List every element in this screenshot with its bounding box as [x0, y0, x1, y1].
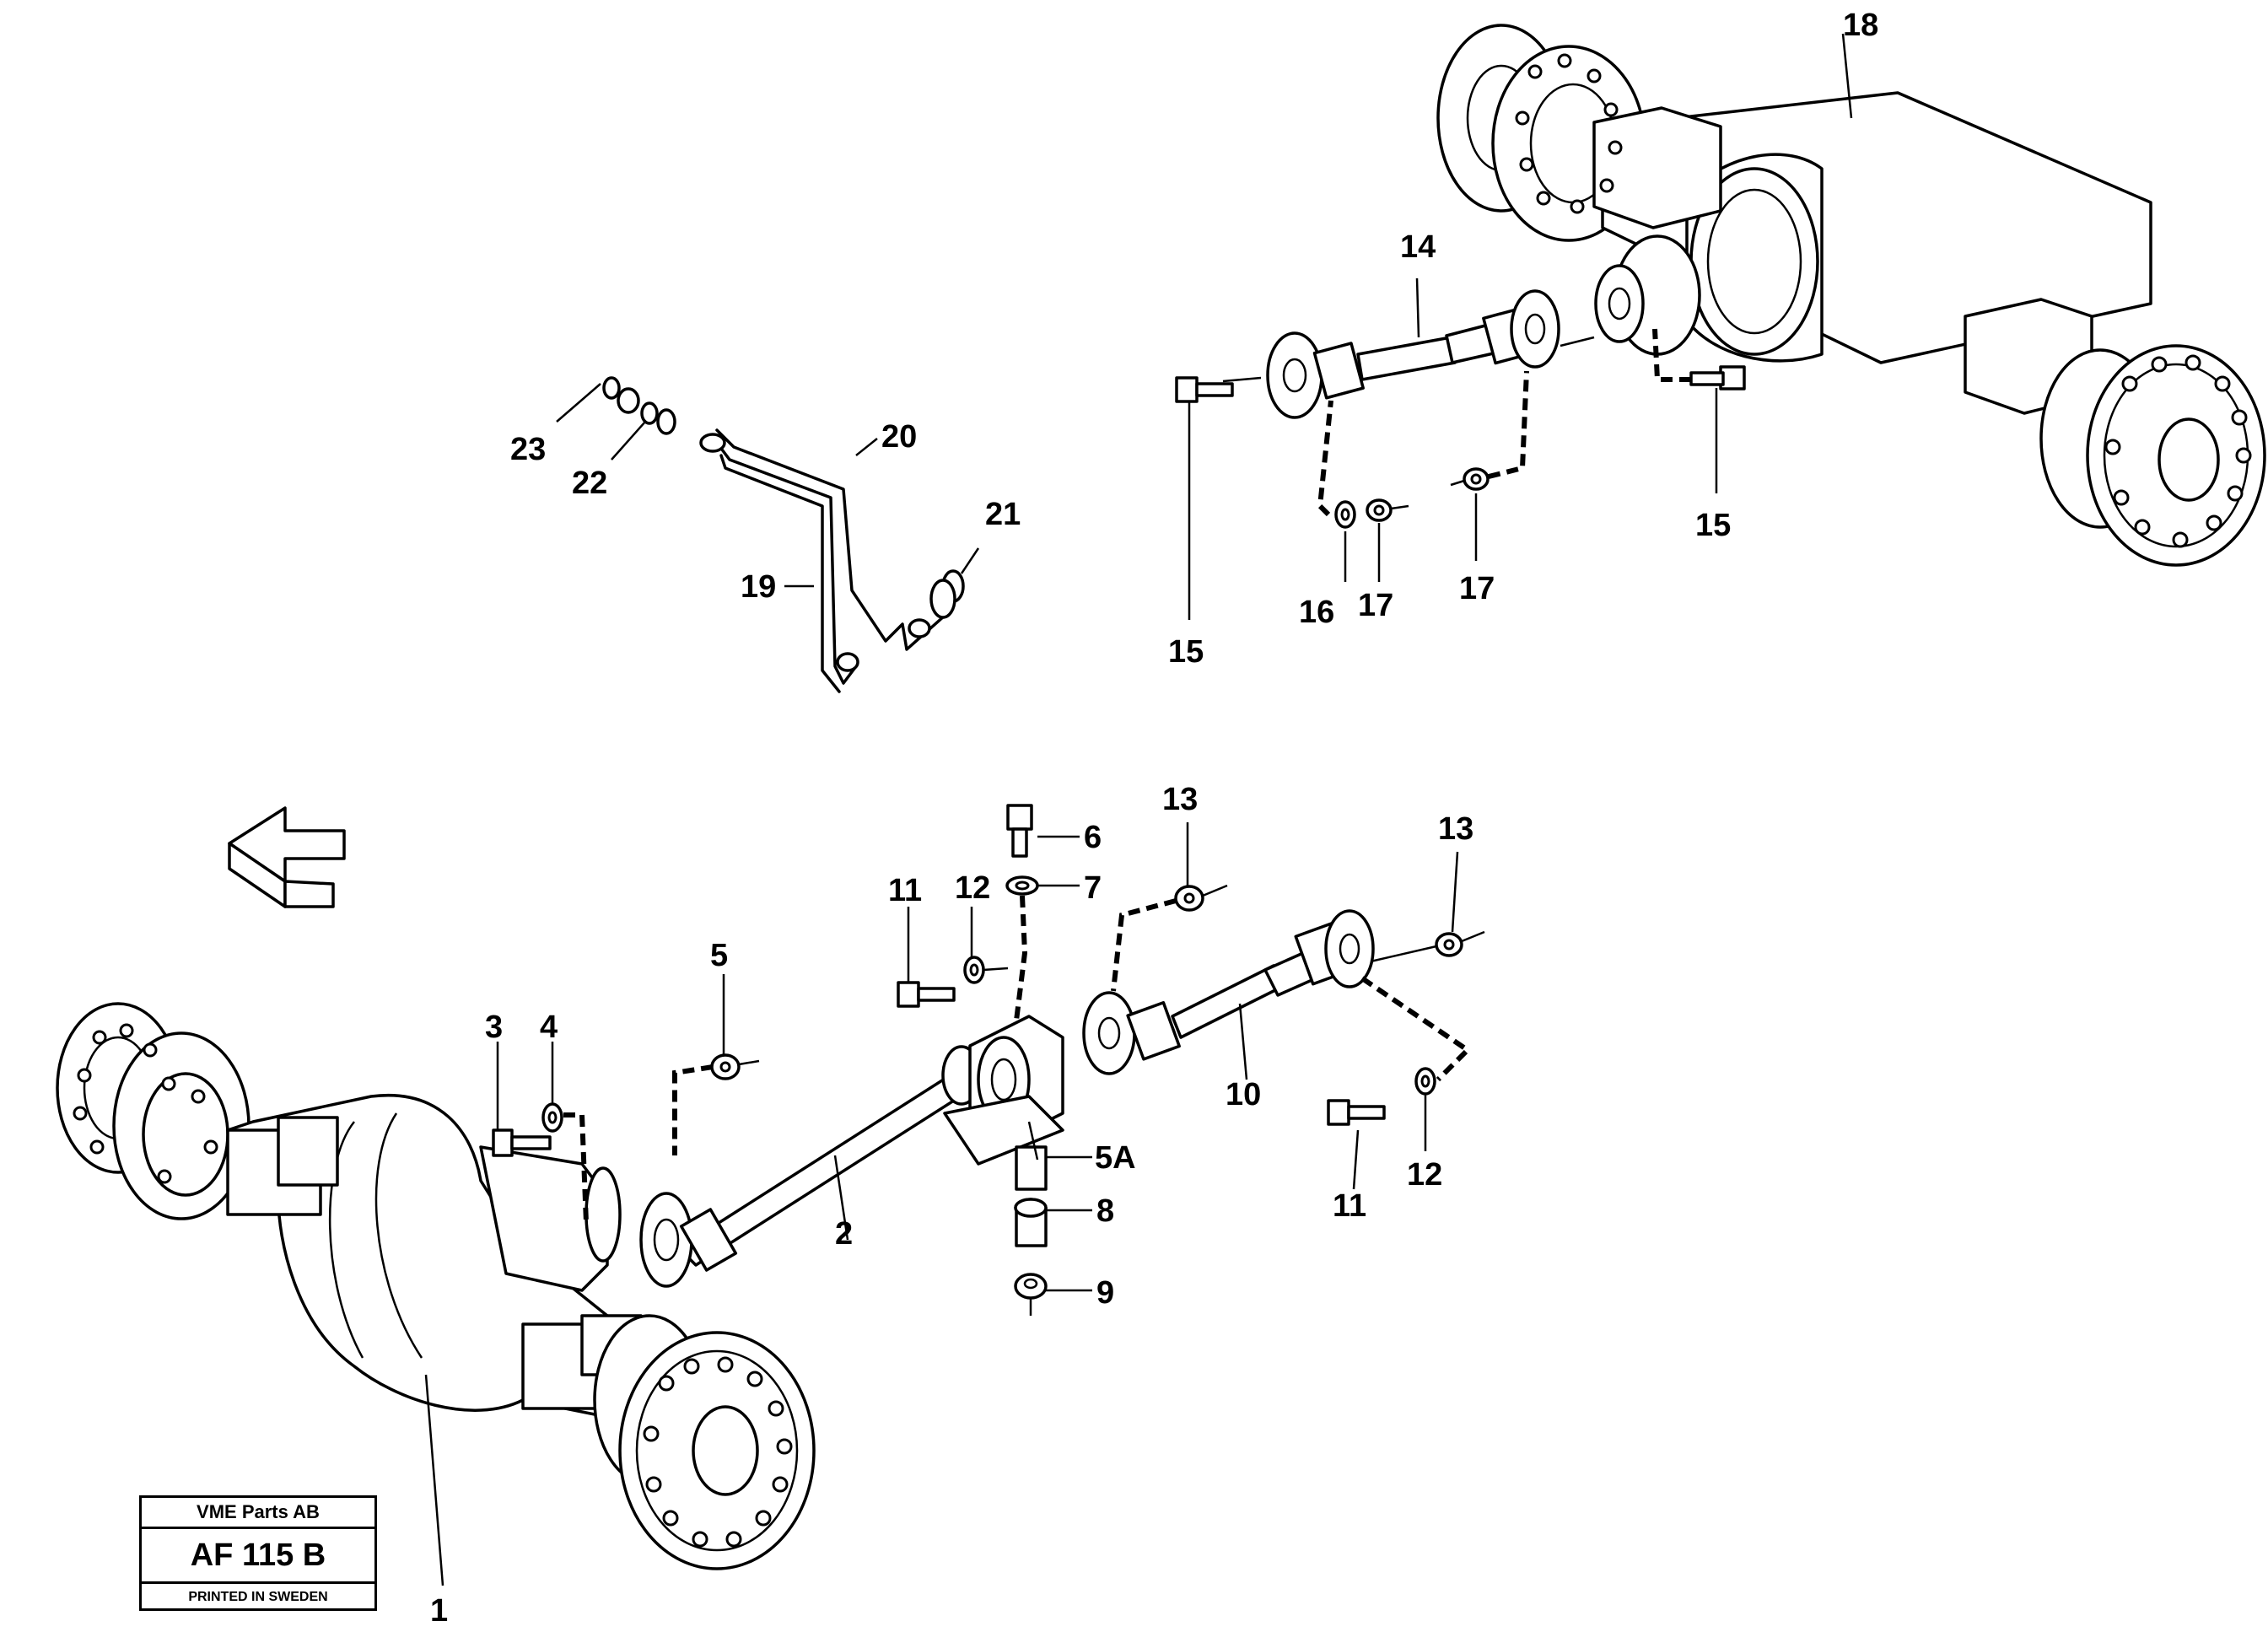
label-21: 21	[985, 497, 1021, 532]
label-1: 1	[430, 1593, 448, 1629]
label-17-left: 17	[1358, 588, 1393, 623]
label-5: 5	[710, 938, 728, 973]
front-propeller-shaft	[639, 1045, 989, 1288]
brake-pipes	[556, 376, 980, 693]
label-2: 2	[835, 1216, 853, 1252]
label-13-right: 13	[1438, 811, 1473, 847]
leader-lines	[496, 493, 1478, 1292]
intermediate-propeller-shaft	[1082, 909, 1375, 1080]
stamp-code: AF 115 B	[142, 1529, 374, 1584]
label-22: 22	[572, 466, 607, 501]
label-11-lower: 11	[1333, 1188, 1366, 1224]
fasteners-lower	[492, 804, 1485, 1224]
label-15-right: 15	[1695, 508, 1731, 543]
direction-arrow-icon	[228, 806, 346, 908]
label-7: 7	[1084, 870, 1102, 906]
label-16: 16	[1299, 595, 1334, 630]
label-5a: 5A	[1095, 1140, 1136, 1176]
label-13-left: 13	[1162, 782, 1198, 817]
label-19: 19	[741, 569, 776, 605]
label-9: 9	[1096, 1275, 1114, 1311]
label-3: 3	[485, 1010, 503, 1045]
fasteners-upper	[1175, 328, 1746, 620]
label-6: 6	[1084, 820, 1102, 855]
label-20: 20	[881, 419, 917, 455]
label-11-upper: 11	[888, 873, 922, 908]
label-4: 4	[540, 1010, 558, 1045]
part-labels: 1 2 3 4 5 5A 6 7 8 9 10 11 12 13 13 11 1…	[430, 8, 1878, 1629]
label-23: 23	[510, 432, 546, 467]
stamp-company: VME Parts AB	[142, 1498, 374, 1529]
label-17-right: 17	[1459, 571, 1495, 606]
label-18: 18	[1843, 8, 1878, 43]
stamp-printed: PRINTED IN SWEDEN	[188, 1590, 328, 1604]
label-12-lower: 12	[1407, 1157, 1442, 1193]
label-10: 10	[1226, 1077, 1261, 1112]
label-14: 14	[1400, 229, 1436, 265]
center-bearing-bracket	[943, 1015, 1064, 1316]
label-8: 8	[1096, 1193, 1114, 1229]
rear-axle-housing	[1436, 24, 2266, 567]
label-12-upper: 12	[955, 870, 990, 906]
rear-propeller-shaft	[1222, 277, 1595, 419]
label-15-left: 15	[1168, 634, 1204, 670]
document-stamp: VME Parts AB AF 115 B PRINTED IN SWEDEN	[139, 1495, 377, 1611]
